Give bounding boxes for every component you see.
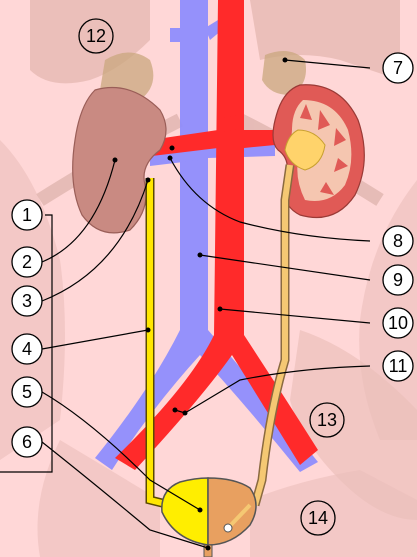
svg-text:4: 4 [22, 339, 32, 359]
svg-text:13: 13 [317, 410, 337, 430]
svg-text:5: 5 [22, 382, 32, 402]
svg-text:7: 7 [393, 58, 403, 78]
callout-10: 10 [382, 307, 414, 339]
callout-7: 7 [382, 52, 414, 84]
svg-text:2: 2 [22, 252, 32, 272]
callout-11: 11 [382, 350, 414, 382]
callout-9: 9 [382, 264, 414, 296]
callout-2: 2 [11, 246, 43, 278]
svg-text:14: 14 [308, 508, 328, 528]
svg-text:8: 8 [393, 231, 403, 251]
svg-text:11: 11 [389, 356, 408, 376]
callout-14: 14 [300, 500, 336, 536]
svg-text:1: 1 [22, 205, 32, 225]
leader-lines [41, 59, 371, 549]
artery-system [115, 0, 318, 470]
svg-text:3: 3 [22, 291, 32, 311]
label-1-bracket [0, 214, 53, 473]
callout-5: 5 [11, 376, 43, 408]
svg-text:12: 12 [86, 26, 106, 46]
callout-13: 13 [309, 402, 345, 438]
callout-6: 6 [11, 426, 43, 458]
callout-12: 12 [78, 18, 114, 54]
callout-8: 8 [382, 225, 414, 257]
svg-text:10: 10 [388, 313, 408, 333]
callout-3: 3 [11, 285, 43, 317]
svg-text:9: 9 [393, 270, 403, 290]
svg-text:6: 6 [22, 432, 32, 452]
callout-4: 4 [11, 333, 43, 365]
bladder [161, 477, 257, 557]
right-kidney [272, 84, 365, 219]
callout-1: 1 [11, 199, 43, 231]
leader-dots [112, 57, 288, 551]
